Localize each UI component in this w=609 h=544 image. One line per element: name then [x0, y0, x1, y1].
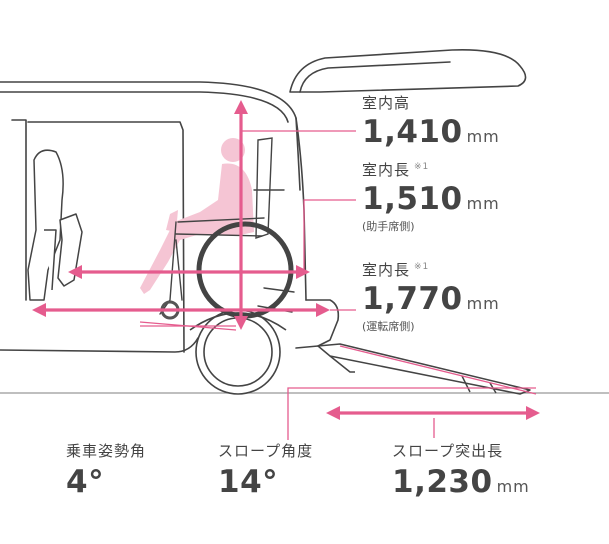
rear-seats	[27, 149, 83, 301]
riding-angle-label: 乗車姿勢角	[66, 442, 147, 460]
interior-length-driver-footnote: ※1	[414, 262, 430, 272]
dimension-arrows	[32, 100, 540, 420]
interior-height-label: 室内高	[362, 94, 411, 112]
interior-height-value: 1,410	[362, 114, 463, 150]
interior-length-passenger-label: 室内長	[362, 161, 411, 179]
riding-angle-value: 4°	[66, 464, 105, 500]
slope-angle-value: 14°	[218, 464, 279, 500]
interior-length-passenger-unit: mm	[466, 194, 500, 213]
wheelchair-occupant-figure	[140, 138, 254, 294]
slope-angle-label: スロープ角度	[218, 442, 314, 460]
slope-length-unit: mm	[496, 477, 530, 496]
leader-lines	[139, 130, 537, 440]
interior-length-driver-label: 室内長	[362, 261, 411, 279]
interior-length-driver-value: 1,770	[362, 281, 463, 317]
interior-length-passenger-note: (助手席側)	[362, 220, 415, 233]
interior-length-driver-note: (運転席側)	[362, 320, 415, 333]
interior-height-unit: mm	[466, 127, 500, 146]
interior-length-passenger-footnote: ※1	[414, 162, 430, 172]
riding-angle-spec: 乗車姿勢角 4°	[66, 440, 146, 498]
vehicle-body	[0, 49, 527, 353]
slope-length-label: スロープ突出長	[392, 442, 504, 460]
interior-length-driver-unit: mm	[466, 294, 500, 313]
slope-length-value: 1,230	[392, 464, 493, 500]
slope-angle-spec: スロープ角度 14°	[218, 440, 313, 498]
slope-ramp	[317, 343, 531, 395]
interior-length-passenger-value: 1,510	[362, 181, 463, 217]
